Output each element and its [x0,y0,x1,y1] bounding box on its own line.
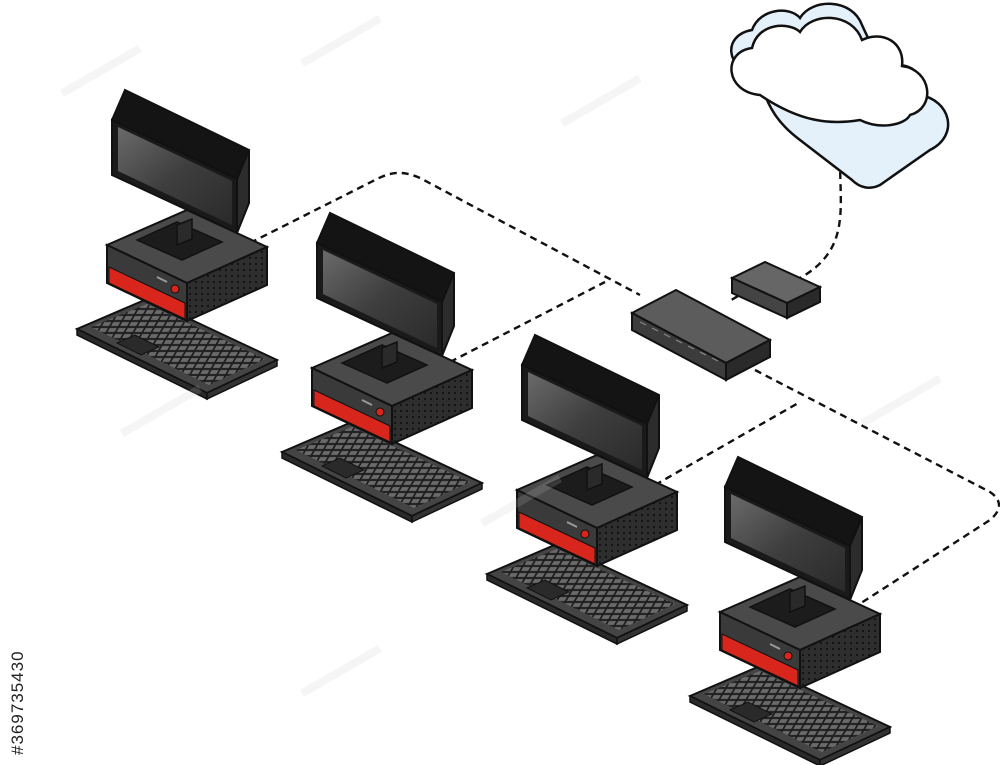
link-switch-pc2 [449,280,606,364]
desktop-computer-icon [486,334,688,645]
network-switch-icon [629,288,773,382]
link-switch-pc4 [754,368,1000,607]
modem-icon [729,260,823,320]
image-id-label: #369735430 [8,650,27,755]
desktop-computer-icon [76,89,278,400]
link-switch-pc1 [249,171,641,297]
desktop-computer-icon [689,456,891,765]
cloud-icon [730,2,950,189]
link-cloud-modem [799,159,843,280]
link-switch-pc3 [654,400,801,487]
desktop-computer-icon [281,212,483,523]
